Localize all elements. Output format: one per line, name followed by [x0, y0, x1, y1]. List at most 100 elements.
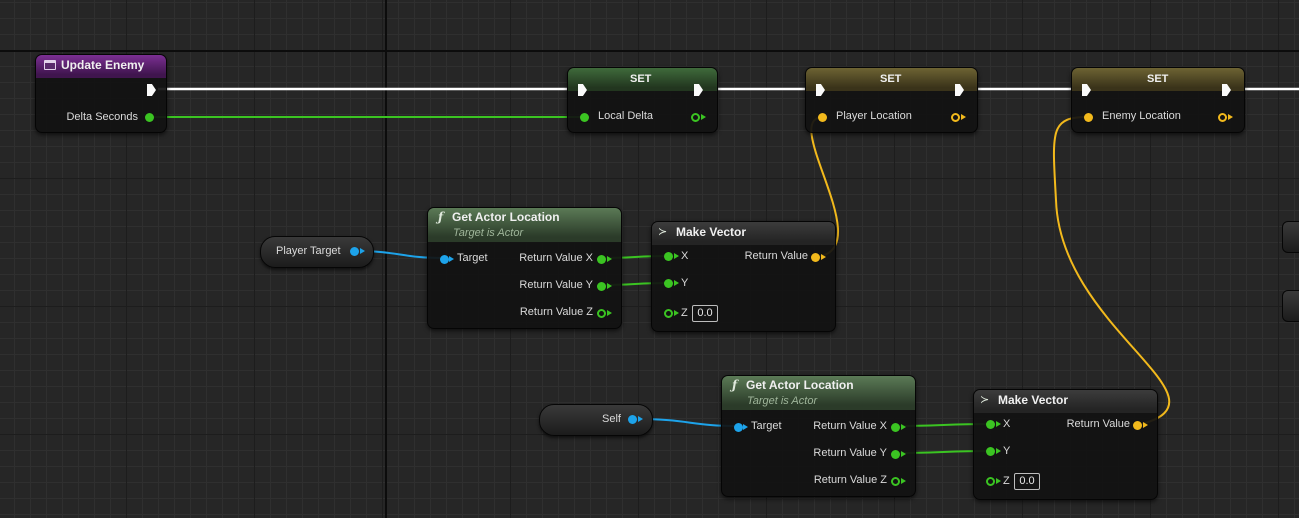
make-vector-icon: ≻ [658, 225, 668, 238]
y-in-arrow [674, 280, 679, 286]
offscreen-node-stub[interactable] [1282, 221, 1299, 253]
make-vector-title: Make Vector [676, 225, 747, 239]
delta-seconds-pin[interactable] [145, 113, 154, 122]
y-label: Y [681, 277, 689, 289]
target-in-pin[interactable] [440, 255, 449, 264]
local-delta-in-pin[interactable] [580, 113, 589, 122]
local-delta-label: Local Delta [598, 110, 654, 122]
return-value-y-label: Return Value Y [519, 279, 593, 291]
exec-in-pin[interactable] [816, 84, 825, 96]
target-in-pin[interactable] [734, 423, 743, 432]
return-value-z-arrow [607, 310, 612, 316]
make-vector-title: Make Vector [998, 393, 1069, 407]
function-icon: ƒ [438, 210, 444, 224]
return-value-label: Return Value [744, 250, 808, 262]
function-node-get-actor-location[interactable]: ƒ Get Actor Location Target is Actor Tar… [427, 207, 622, 329]
set-node-enemy-location[interactable]: SET Enemy Location [1071, 67, 1245, 133]
return-value-out-arrow [821, 254, 826, 260]
function-node-title: Get Actor Location [452, 210, 560, 224]
y-in-arrow [996, 448, 1001, 454]
variable-label: Player Target [276, 245, 341, 257]
z-in-arrow [674, 310, 679, 316]
return-value-x-pin[interactable] [891, 423, 900, 432]
function-node-header [722, 376, 915, 410]
z-label: Z [681, 307, 688, 319]
set-node-title: SET [630, 73, 652, 85]
player-location-in-pin[interactable] [818, 113, 827, 122]
exec-out-pin[interactable] [955, 84, 964, 96]
event-node-title: Update Enemy [61, 58, 145, 72]
enemy-location-in-pin[interactable] [1084, 113, 1093, 122]
target-in-arrow [743, 424, 748, 430]
function-icon: ƒ [732, 378, 738, 392]
function-node-header [428, 208, 621, 242]
player-location-out-pin[interactable] [951, 113, 960, 122]
set-node-title: SET [1147, 73, 1169, 85]
function-node-subtitle: Target is Actor [747, 395, 818, 407]
z-value-field[interactable]: 0.0 [1014, 473, 1040, 490]
return-value-x-pin[interactable] [597, 255, 606, 264]
make-vector-node[interactable]: ≻ Make Vector X Return Value Y Z 0.0 [651, 221, 836, 332]
z-in-pin[interactable] [986, 477, 995, 486]
y-in-pin[interactable] [986, 447, 995, 456]
player-target-out-pin[interactable] [350, 247, 359, 256]
return-value-y-pin[interactable] [891, 450, 900, 459]
function-node-subtitle: Target is Actor [453, 227, 524, 239]
z-value-field[interactable]: 0.0 [692, 305, 718, 322]
variable-node-player-target[interactable]: Player Target [260, 236, 374, 268]
return-value-y-pin[interactable] [597, 282, 606, 291]
return-value-out-pin[interactable] [811, 253, 820, 262]
return-value-z-arrow [901, 478, 906, 484]
self-out-arrow [638, 416, 643, 422]
return-value-x-label: Return Value X [519, 252, 593, 264]
set-node-local-delta[interactable]: SET Local Delta [567, 67, 718, 133]
z-in-arrow [996, 478, 1001, 484]
y-label: Y [1003, 445, 1011, 457]
exec-out-pin[interactable] [694, 84, 703, 96]
enemy-location-out-pin[interactable] [1218, 113, 1227, 122]
return-value-y-label: Return Value Y [813, 447, 887, 459]
set-node-player-location[interactable]: SET Player Location [805, 67, 978, 133]
event-node-update-enemy[interactable]: Update Enemy Delta Seconds [35, 54, 167, 133]
return-value-out-arrow [1143, 422, 1148, 428]
exec-out-pin[interactable] [147, 84, 156, 96]
offscreen-node-stub[interactable] [1282, 290, 1299, 322]
local-delta-out-pin[interactable] [691, 113, 700, 122]
function-node-title: Get Actor Location [746, 378, 854, 392]
set-node-header [568, 68, 717, 91]
variable-node-self[interactable]: Self [539, 404, 653, 436]
z-in-pin[interactable] [664, 309, 673, 318]
grid-origin-vertical [385, 0, 387, 518]
function-node-get-actor-location[interactable]: ƒ Get Actor Location Target is Actor Tar… [721, 375, 916, 497]
return-value-label: Return Value [1066, 418, 1130, 430]
variable-label: Self [602, 413, 621, 425]
grid-origin-horizontal [0, 50, 1299, 52]
return-value-z-pin[interactable] [891, 477, 900, 486]
return-value-x-arrow [607, 256, 612, 262]
target-label: Target [457, 252, 488, 264]
x-in-pin[interactable] [986, 420, 995, 429]
x-label: X [681, 250, 689, 262]
self-out-pin[interactable] [628, 415, 637, 424]
make-vector-node[interactable]: ≻ Make Vector X Return Value Y Z 0.0 [973, 389, 1158, 500]
player-location-out-arrow [961, 114, 966, 120]
return-value-x-label: Return Value X [813, 420, 887, 432]
player-target-out-arrow [360, 248, 365, 254]
exec-out-pin[interactable] [1222, 84, 1231, 96]
vector-wire-enemy-location[interactable] [1052, 116, 1171, 426]
event-icon [44, 60, 56, 70]
set-node-title: SET [880, 73, 902, 85]
exec-in-pin[interactable] [1082, 84, 1091, 96]
y-in-pin[interactable] [664, 279, 673, 288]
make-vector-icon: ≻ [980, 393, 990, 406]
return-value-out-pin[interactable] [1133, 421, 1142, 430]
make-vector-header [652, 222, 835, 245]
player-location-label: Player Location [836, 110, 912, 122]
return-value-z-pin[interactable] [597, 309, 606, 318]
x-in-pin[interactable] [664, 252, 673, 261]
exec-in-pin[interactable] [578, 84, 587, 96]
x-label: X [1003, 418, 1011, 430]
delta-seconds-label: Delta Seconds [66, 111, 138, 123]
return-value-z-label: Return Value Z [519, 306, 593, 318]
return-value-x-arrow [901, 424, 906, 430]
